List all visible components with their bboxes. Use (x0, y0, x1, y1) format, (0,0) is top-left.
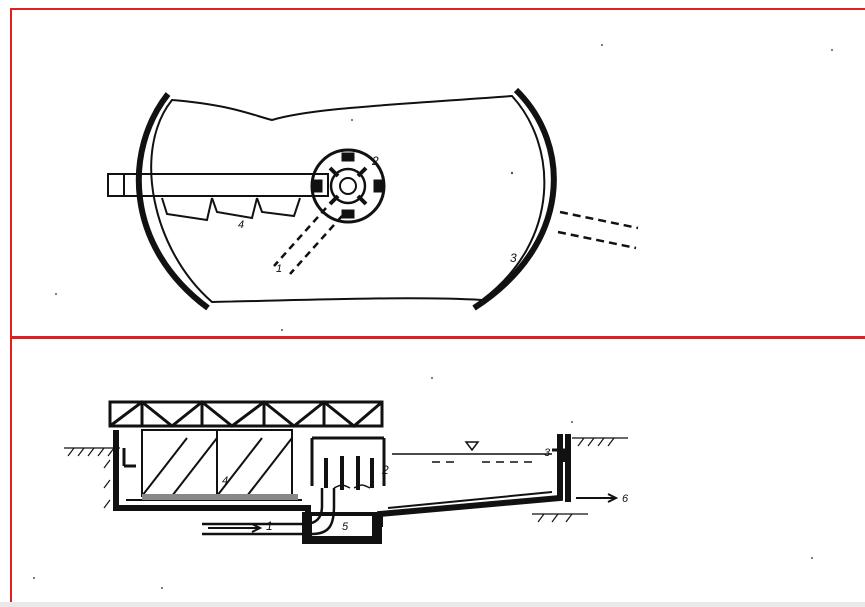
bridge-beam (107, 173, 329, 197)
label-center-well-section: 2 (381, 463, 389, 477)
inlet-pipe (273, 207, 343, 275)
outlet-weir (552, 434, 571, 502)
label-scraper: 4 (238, 219, 244, 231)
scraper-frame (122, 429, 293, 497)
inlet-pipe-section (202, 488, 336, 536)
scan-speckles (55, 44, 833, 331)
water-surface (392, 441, 552, 463)
outlet-pipe (557, 210, 639, 250)
label-outlet: 3 (510, 251, 517, 265)
scraper-blades (161, 197, 301, 222)
tank-wall-right (472, 87, 557, 311)
plan-view-panel: 2 4 1 3 (10, 8, 865, 338)
section-view-drawing: 4 2 3 1 5 6 (12, 337, 865, 589)
tank-outline (150, 94, 546, 304)
ground-left (64, 447, 120, 509)
label-scraper-section: 4 (222, 475, 228, 487)
inlet-arrow (208, 523, 263, 533)
section-view-panel: 4 2 3 1 5 6 (10, 337, 865, 602)
label-center-well: 2 (371, 154, 379, 168)
plan-view-drawing: 2 4 1 3 (55, 44, 833, 331)
label-outflow: 6 (622, 493, 629, 505)
label-inlet: 1 (276, 263, 282, 275)
ground-right (532, 437, 628, 523)
center-column (310, 436, 386, 490)
tank-wall-left (135, 92, 210, 311)
bridge-truss (108, 400, 384, 428)
label-sludge-pit: 5 (342, 521, 349, 533)
center-well (310, 148, 386, 224)
scan-speckles-bottom (33, 377, 813, 589)
label-inlet-section: 1 (266, 519, 273, 533)
label-outlet-weir: 3 (544, 447, 551, 459)
outflow-arrow (576, 493, 619, 503)
scraper-blade (142, 494, 298, 500)
